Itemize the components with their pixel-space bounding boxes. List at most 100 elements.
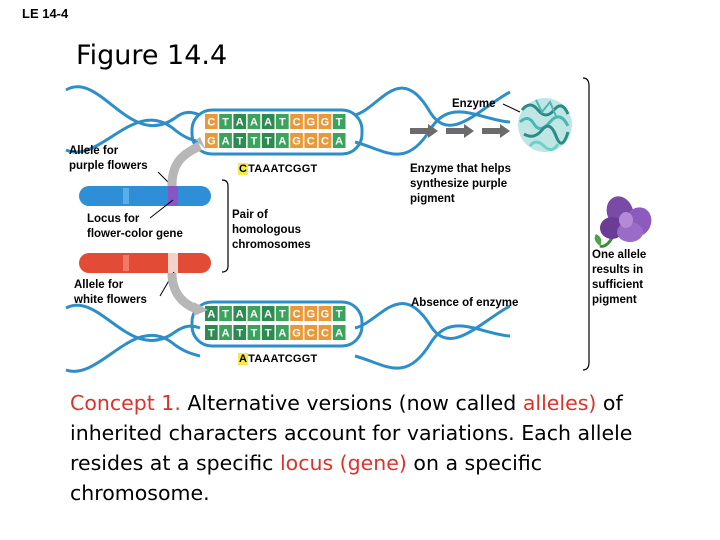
dna-top-base-tile (276, 114, 289, 129)
dna-top-base-tile (247, 114, 261, 129)
dna-bottom-base-tile (304, 306, 318, 321)
dna-top-base-tile (318, 114, 332, 129)
dna-bottom-base-letter: T (236, 328, 243, 340)
label-enzyme-helps: Enzyme that helps synthesize purple pigm… (410, 163, 511, 205)
dna-top-base-tile (332, 133, 346, 148)
dna-bottom-base-tile (247, 325, 261, 340)
dna-bottom-base-letter: T (279, 309, 286, 321)
dna-bottom-base-tile (247, 306, 261, 321)
dna-top-base-tile (205, 133, 218, 148)
dna-top-base-letter: T (265, 136, 272, 148)
dna-bottom-base-letter: G (292, 328, 301, 340)
dna-bottom-base-tile (261, 306, 275, 321)
dna-bottom-base-tile (205, 306, 218, 321)
dna-top-base-letter: T (222, 117, 229, 129)
curved-arrow-up (167, 141, 202, 187)
dna-bottom-base-letter: C (293, 309, 301, 321)
dna-top-base-tile (304, 133, 318, 148)
dna-top-base-letter: G (207, 136, 216, 148)
dna-top-base-letter: C (207, 117, 215, 129)
dna-bottom-base-letter: T (208, 328, 215, 340)
enzyme-structure-icon (518, 98, 572, 152)
label-one-allele: One allele results in sufficient pigment (592, 249, 647, 306)
dna-bottom-base-letter: T (336, 309, 343, 321)
dna-top-base-tile (276, 133, 289, 148)
dna-bottom-base-letter: A (222, 328, 230, 340)
dna-top-base-letter: C (307, 136, 315, 148)
dna-bottom-base-letter: A (207, 309, 215, 321)
outcome-bracket (582, 77, 590, 371)
dna-bottom-base-letter: T (222, 309, 229, 321)
dna-bottom-base-tile (318, 325, 332, 340)
dna-top-base-tile (219, 114, 232, 129)
sequence-bottom: ATAAATCGGT (238, 353, 317, 365)
dna-top-base-tile (261, 114, 275, 129)
dna-top-base-letter: A (264, 117, 272, 129)
dna-bottom-base-tile (219, 325, 232, 340)
dna-top-base-letter: A (278, 136, 286, 148)
concept-part-1: Alternative versions (now called (180, 391, 523, 415)
concept-part-3: on a specific chromosome. (70, 451, 543, 505)
dna-bottom-base-letter: G (321, 309, 330, 321)
purple-flower-icon (594, 196, 652, 248)
dna-top-base-letter: A (335, 136, 343, 148)
pair-bracket (221, 179, 229, 273)
dna-top-base-letter: T (236, 136, 243, 148)
dna-bottom-base-letter: C (307, 328, 315, 340)
concept-text: Concept 1. Alternative versions (now cal… (70, 388, 670, 508)
dna-top-base-letter: C (321, 136, 329, 148)
dna-top-base-tile (290, 114, 303, 129)
concept-alleles: alleles) (522, 391, 597, 415)
label-allele-white: Allele for white flowers (74, 279, 147, 306)
concept-part-2: of inherited characters account for vari… (70, 391, 633, 475)
dna-bottom-base-letter: C (321, 328, 329, 340)
sequence-top-first: C (238, 163, 249, 175)
dna-top-base-letter: T (251, 136, 258, 148)
dna-top-base-letter: A (236, 117, 244, 129)
label-enzyme: Enzyme (452, 98, 496, 110)
dna-bottom-base-tile (233, 306, 247, 321)
dna-top-base-tile (205, 114, 218, 129)
dna-bottom-base-tile (276, 306, 289, 321)
label-allele-purple: Allele for purple flowers (69, 145, 148, 172)
dna-top-base-letter: T (336, 117, 343, 129)
dna-bottom-base-letter: A (335, 328, 343, 340)
concept-lead: Concept 1. (70, 391, 181, 415)
dna-top-base-letter: A (250, 117, 258, 129)
dna-top-base-letter: C (293, 117, 301, 129)
dna-top-base-tile (332, 114, 346, 129)
figure-title: Figure 14.4 (76, 40, 228, 71)
dna-top-base-tile (290, 133, 303, 148)
dna-bottom-base-letter: T (265, 328, 272, 340)
synthesis-arrows (410, 124, 510, 138)
dna-bottom-base-letter: A (264, 309, 272, 321)
dna-top-base-letter: T (279, 117, 286, 129)
label-homologous-pair: Pair of homologous chromosomes (232, 209, 311, 251)
dna-top-base-tile (247, 133, 261, 148)
dna-top-base-tile (233, 133, 247, 148)
dna-bottom-base-letter: A (236, 309, 244, 321)
label-locus: Locus for flower-color gene (87, 213, 183, 240)
dna-bottom-base-tile (205, 325, 218, 340)
dna-bottom-base-tile (233, 325, 247, 340)
sequence-bottom-rest: TAAATCGGT (248, 353, 318, 365)
dna-top-base-tile (304, 114, 318, 129)
dna-bottom-base-tile (290, 306, 303, 321)
dna-bottom-base-tile (276, 325, 289, 340)
dna-top-base-letter: G (292, 136, 301, 148)
locus-pointer (149, 199, 174, 219)
sequence-top: CTAAATCGGT (238, 163, 317, 175)
concept-locus: locus (gene) (279, 451, 407, 475)
dna-top-base-tile (318, 133, 332, 148)
sequence-bottom-first: A (238, 353, 249, 365)
chromosome-blue (79, 186, 211, 206)
dna-bottom-base-tile (290, 325, 303, 340)
slide-tag: LE 14-4 (22, 6, 69, 21)
dna-bottom-base-tile (318, 306, 332, 321)
dna-top-base-letter: G (321, 117, 330, 129)
enzyme-pointer (502, 103, 521, 113)
dna-bottom-base-tile (261, 325, 275, 340)
